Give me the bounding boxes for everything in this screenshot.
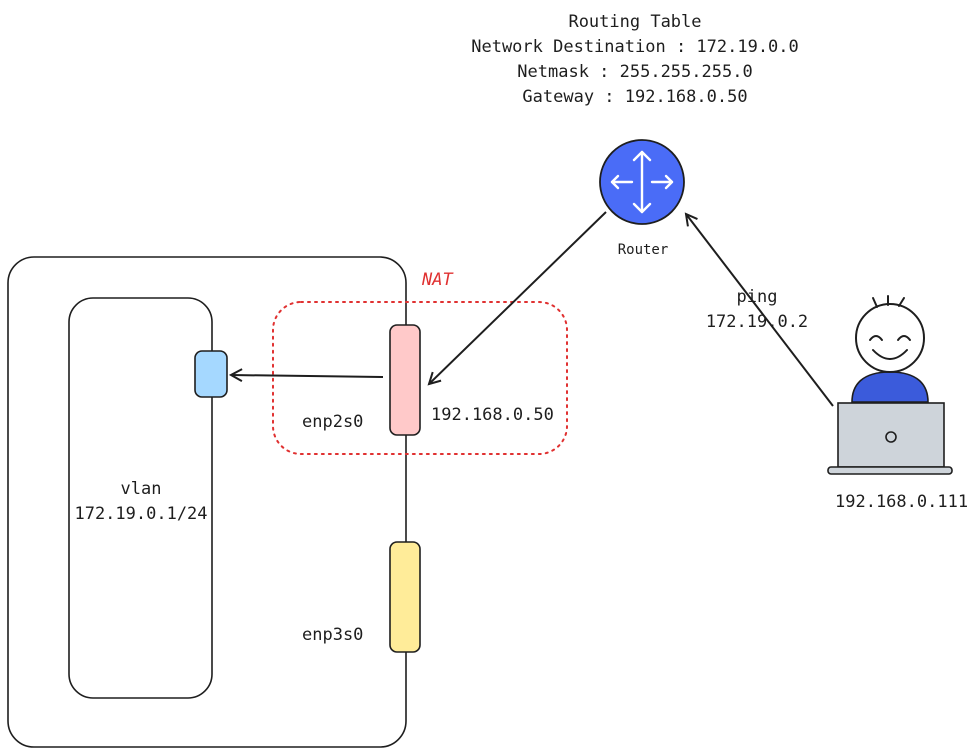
routing-table-destination: Network Destination : 172.19.0.0 [471, 37, 799, 57]
routing-table-gateway: Gateway : 192.168.0.50 [522, 87, 748, 107]
vlan-address: 172.19.0.1/24 [74, 504, 208, 524]
router-label: Router [617, 242, 669, 258]
vlan-name: vlan [120, 479, 162, 499]
enp2s0-port [389, 324, 421, 436]
ping-target: 172.19.0.2 [705, 312, 809, 332]
laptop-ip-label: 192.168.0.111 [835, 492, 969, 512]
router-icon [599, 139, 685, 225]
routing-table: Routing Table Network Destination : 172.… [471, 10, 799, 110]
enp2s0-label: enp2s0 [302, 412, 364, 432]
router-to-enp2s0-arrow [429, 211, 607, 384]
routing-table-netmask: Netmask : 255.255.255.0 [517, 62, 753, 82]
enp3s0-label: enp3s0 [302, 625, 364, 645]
enp2s0-ip-label: 192.168.0.50 [431, 405, 554, 425]
ping-command: ping [736, 287, 778, 307]
laptop-icon [827, 402, 953, 475]
vlan-box [68, 297, 213, 699]
enp3s0-port [389, 541, 421, 653]
nat-region [272, 301, 568, 455]
user-icon [851, 295, 929, 403]
nat-forward-arrow [231, 375, 384, 377]
vlan-interface-port [194, 350, 228, 398]
ping-arrow [686, 214, 834, 407]
routing-table-title: Routing Table [568, 12, 702, 32]
host-box [7, 256, 407, 748]
nat-label: NAT [422, 270, 453, 290]
ping-label: ping 172.19.0.2 [706, 285, 808, 335]
vlan-label: vlan 172.19.0.1/24 [74, 477, 207, 527]
